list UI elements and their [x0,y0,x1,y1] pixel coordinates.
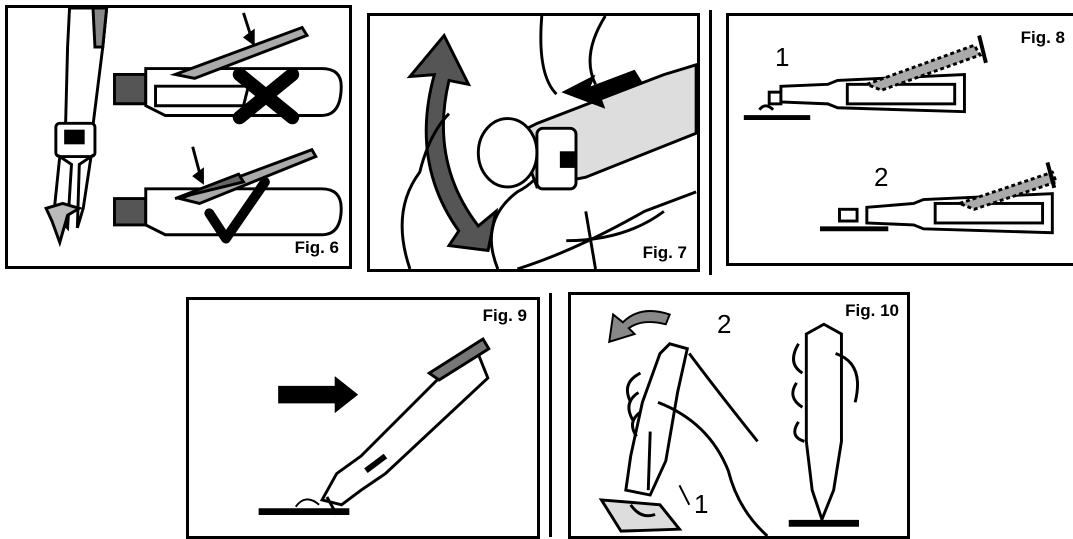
figure-6-label: Fig. 6 [293,238,341,258]
figure-9-illustration [189,300,537,536]
step-1-number: 1 [694,489,708,520]
direction-arrow-icon [278,376,358,413]
figure-7-panel: Fig. 7 [367,13,700,272]
figure-7-label: Fig. 7 [641,243,689,263]
figure-10-label: Fig. 10 [843,301,901,321]
step-1-number: 1 [775,42,789,73]
figure-9-panel: Fig. 9 [186,297,540,539]
pen-tool [322,339,489,515]
separator-line [549,293,552,537]
step-2-number: 2 [717,309,731,340]
figure-10-illustration [571,295,907,536]
incorrect-position-tool [114,13,341,116]
tool-step-2 [820,162,1056,232]
hand-with-tool [601,344,767,536]
separator-line [709,10,712,275]
vertical-pen-tool [793,324,858,519]
figure-6-illustration [8,8,349,266]
curved-arrow-icon [609,311,669,342]
figure-9-label: Fig. 9 [481,306,529,326]
figure-6-panel: Fig. 6 [5,5,352,269]
vertical-tool-illustration [46,8,107,243]
correct-position-tool [114,147,341,235]
figure-8-panel: 1 2 Fig. 8 [726,13,1073,266]
figure-10-panel: 2 1 Fig. 10 [568,292,910,539]
step-2-number: 2 [874,162,888,193]
figure-7-illustration [370,16,697,269]
figure-8-label: Fig. 8 [1019,28,1067,48]
